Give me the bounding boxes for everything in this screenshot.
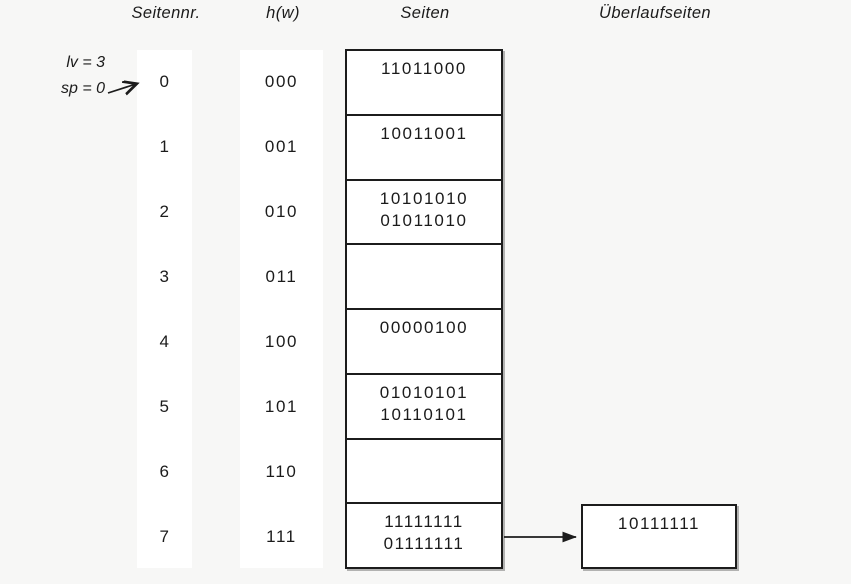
seitennr-column-strip — [137, 50, 192, 568]
page-number-cell: 0 — [159, 71, 170, 91]
page-cell: 11011000 — [347, 51, 501, 116]
page-entry: 10110101 — [380, 404, 468, 424]
hash-value-cell: 101 — [264, 396, 299, 416]
sp-state-label: sp = 0 — [60, 80, 105, 97]
page-cell — [347, 440, 501, 505]
page-number-cell: 7 — [159, 526, 170, 546]
page-number-cell: 5 — [159, 396, 170, 416]
lv-state-label: lv = 3 — [66, 54, 105, 71]
page-number-cell: 4 — [159, 331, 170, 351]
hash-value-cell: 110 — [265, 461, 298, 481]
hash-value-cell: 111 — [266, 526, 297, 546]
page-entry: 01010101 — [379, 382, 469, 402]
overflow-page-box: 10111111 — [581, 504, 737, 569]
page-entry: 11011000 — [381, 59, 467, 78]
column-header-seitennr: Seitennr. — [131, 4, 201, 22]
page-cell: 10011001 — [347, 116, 501, 181]
overflow-page-entry: 10111111 — [617, 514, 701, 533]
page-cell — [347, 245, 501, 310]
page-entry: 10011001 — [380, 123, 468, 143]
column-header-seiten: Seiten — [400, 4, 450, 22]
hash-value-cell: 011 — [265, 266, 298, 286]
page-number-cell: 6 — [159, 461, 170, 481]
page-cell: 00000100 — [347, 310, 501, 375]
sp-pointer-arrow — [107, 84, 136, 93]
page-number-cell: 2 — [159, 201, 170, 221]
page-entry: 10101010 — [379, 188, 469, 208]
hw-column-strip — [240, 50, 323, 568]
hash-value-cell: 100 — [264, 331, 299, 351]
page-entry: 01011010 — [380, 210, 468, 230]
page-entry: 00000100 — [379, 318, 469, 337]
page-number-cell: 3 — [159, 266, 170, 286]
hash-value-cell: 001 — [264, 136, 299, 156]
column-header-ueberlaufseiten: Überlaufseiten — [599, 4, 711, 22]
hash-value-cell: 000 — [264, 71, 299, 91]
page-entry: 01111111 — [383, 534, 465, 554]
page-number-cell: 1 — [159, 136, 170, 156]
hash-value-cell: 010 — [264, 201, 299, 221]
page-entry: 11111111 — [384, 512, 464, 532]
column-header-hw: h(w) — [266, 4, 300, 22]
